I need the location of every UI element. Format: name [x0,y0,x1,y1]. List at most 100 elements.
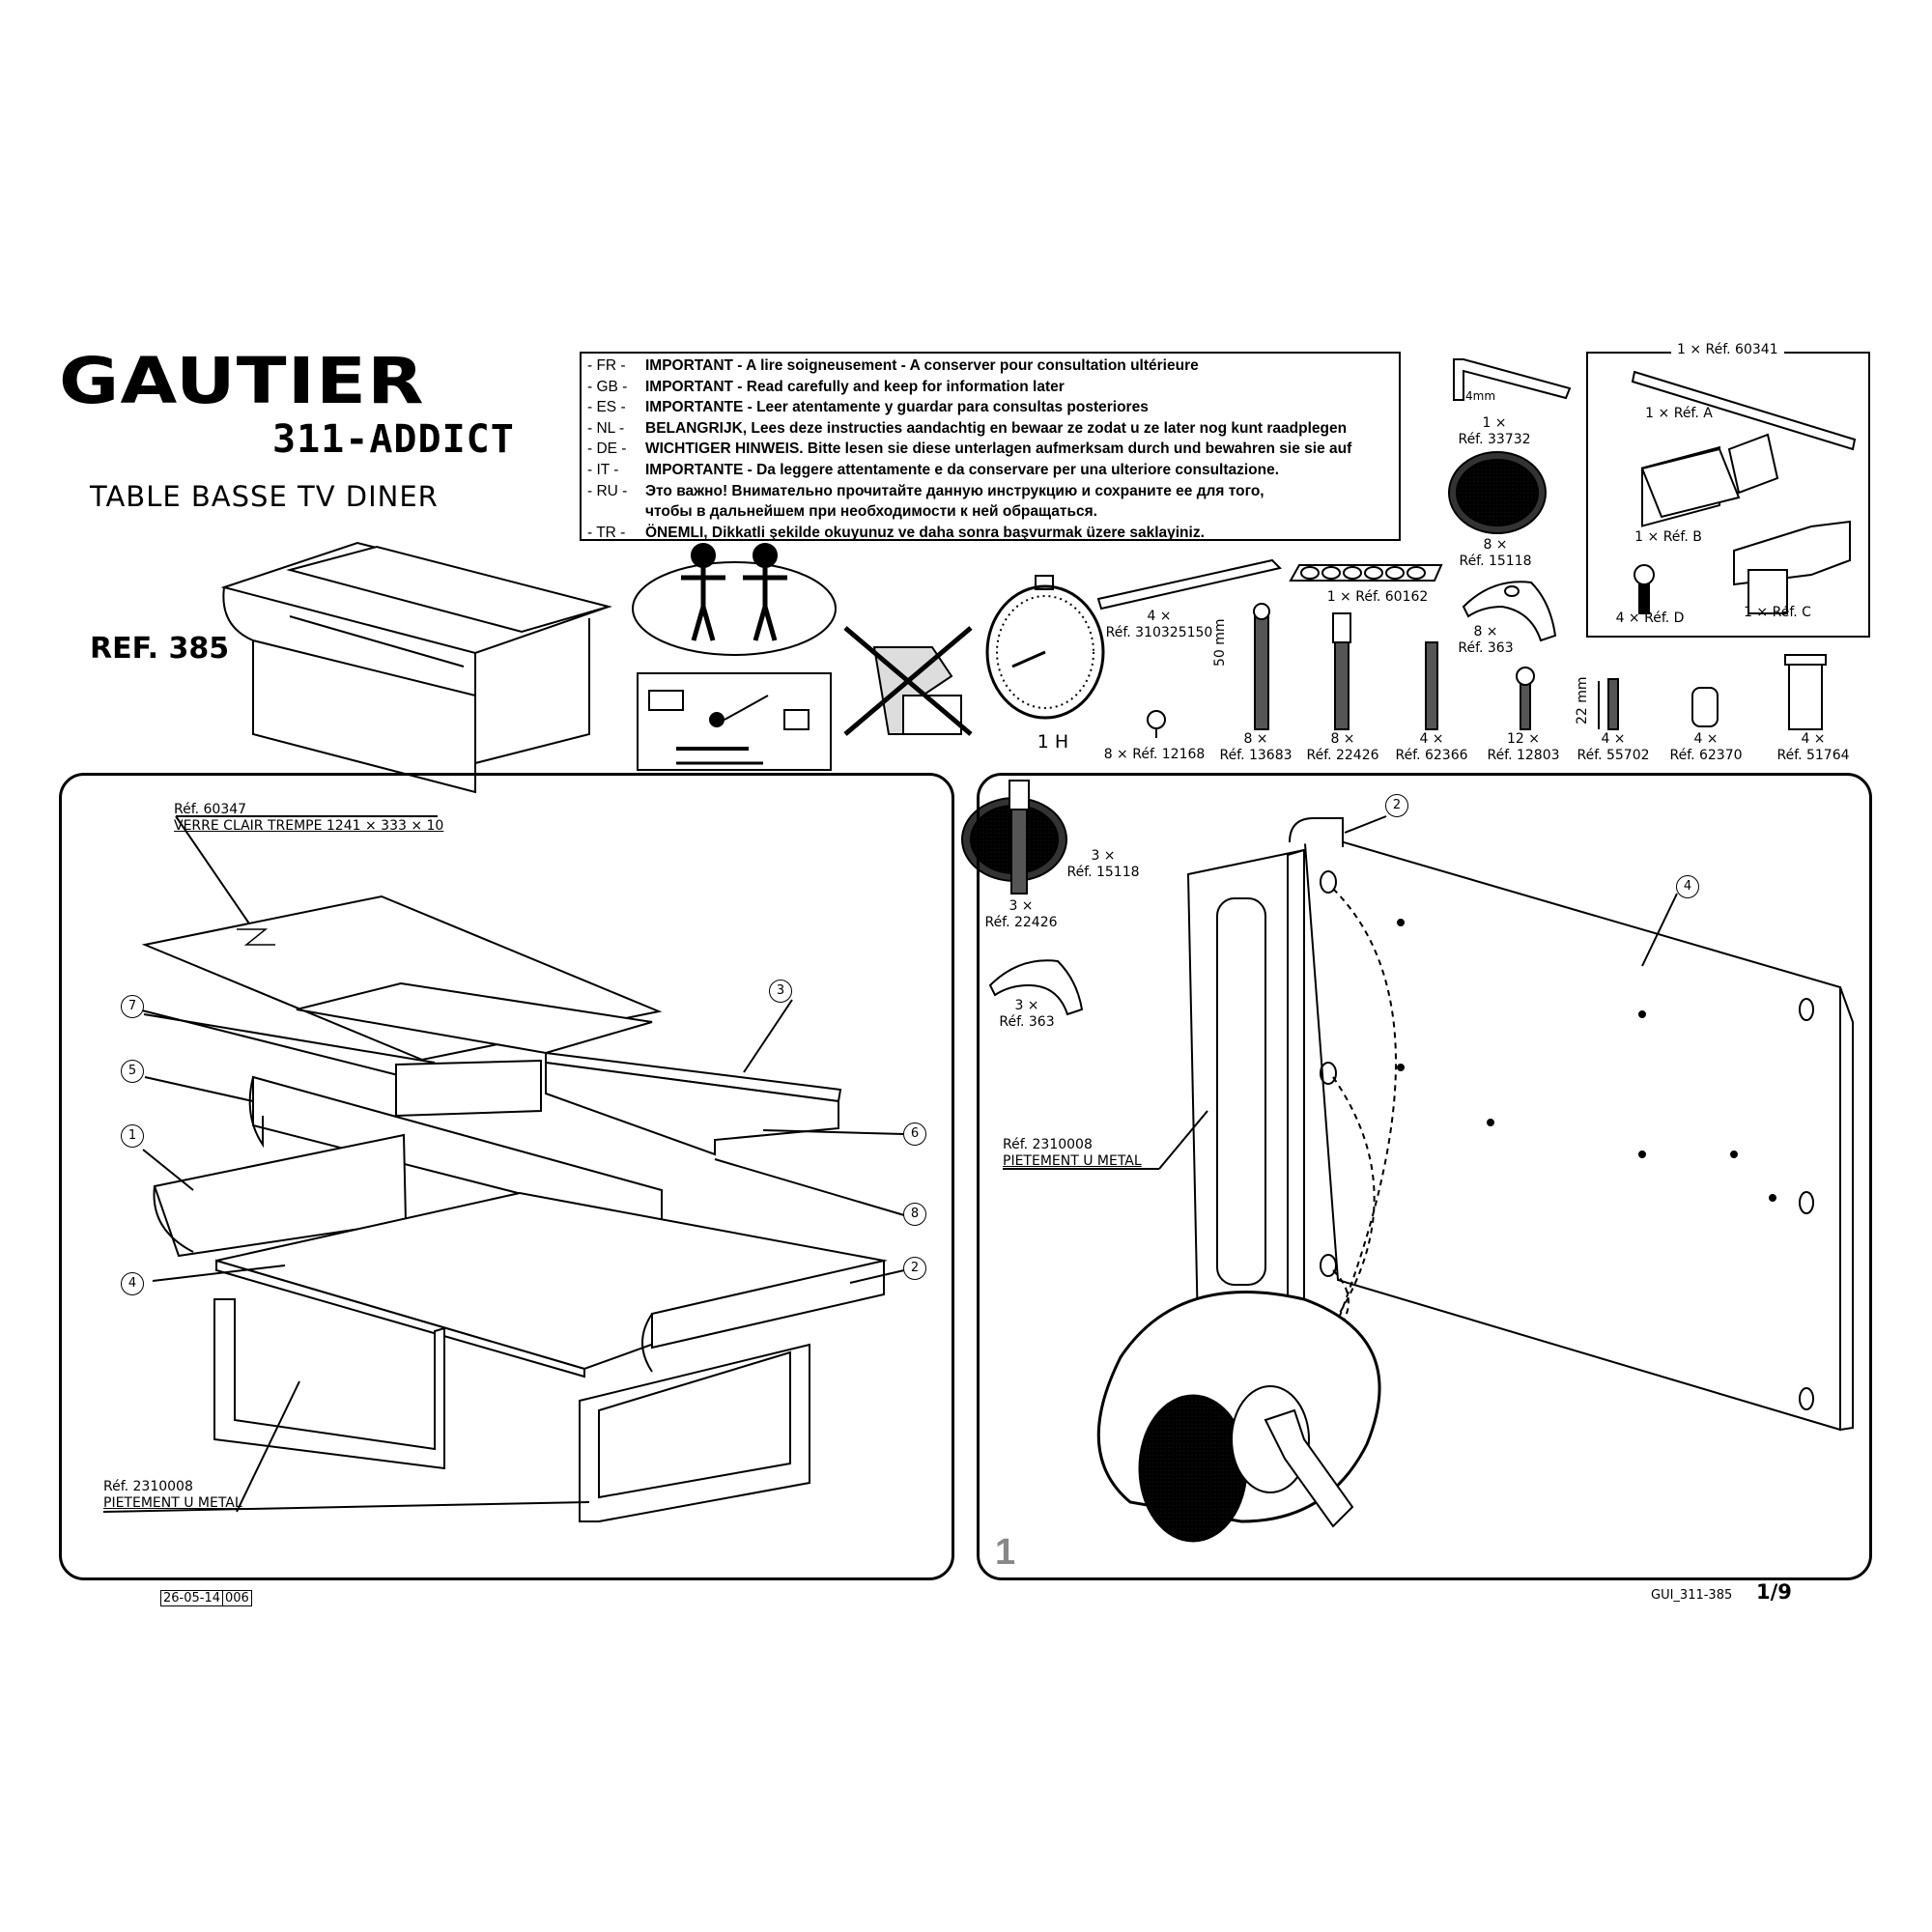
lang-code: - GB - [587,378,628,395]
screw-item: 4 ×Réf. 62370 [1669,731,1742,764]
notice-line-nl: - NL -BELANGRIJK, Lees deze instructies … [587,418,1399,440]
lang-code: - FR - [587,357,626,374]
dimension-22mm: 22 mm [1575,676,1590,724]
product-sketch [220,541,612,794]
notice-text: чтобы в дальнейшем при необходимости к н… [645,503,1097,521]
ref: Réf. 33732 [1458,432,1531,447]
ref: Réf. 2310008 [1003,1137,1093,1152]
screw-item: 4 ×Réf. 62366 [1395,731,1467,764]
lang-code: - ES - [587,399,626,416]
kit-item-b: 1 × Réf. B [1634,529,1702,545]
qty: 8 × [1483,537,1508,553]
notice-line-fr: - FR - IMPORTANT - A lire soigneusement -… [587,355,1399,377]
ref: Réf. 62366 [1395,748,1468,763]
screw-item: 8 ×Réf. 13683 [1219,731,1292,764]
step-part: 3 ×Réf. 363 [999,998,1054,1031]
page-number: 1/9 [1756,1580,1792,1604]
model-name: 311-ADDICT [272,417,515,462]
step-number: 1 [995,1532,1016,1573]
no-power-drill-icon [843,626,973,736]
hinge-kit-title: 1 × Réf. 60341 [1671,342,1784,357]
hinge-kit-drawing [1631,370,1857,614]
notice-line-it: - IT - IMPORTANTE - Da leggere attentamen… [587,460,1399,481]
qty: 3 × [1009,898,1034,914]
screw-item: 8 × Réf. 12168 [1104,747,1206,763]
kit-item-a: 1 × Réf. A [1645,406,1713,421]
ref: Réf. 22426 [1306,748,1379,763]
qty: 8 × [1473,624,1498,639]
callout-5: 5 [121,1060,144,1083]
screw-row-drawing [1147,603,1827,738]
step-1-panel [977,773,1872,1580]
ref: Réf. 363 [1458,640,1514,656]
notice-text: ÖNEMLI, Dikkatli şekilde okuyunuz ve dah… [645,524,1205,541]
screw-item: 4 ×Réf. 55702 [1577,731,1649,764]
callout-8: 8 [903,1203,926,1226]
assembly-time: 1 H [1037,731,1069,753]
ref: Réf. 12803 [1487,748,1560,763]
callout-2: 2 [1385,794,1408,817]
ref: Réf. 22426 [984,915,1058,930]
strip-icon [1096,558,1282,611]
cover-cap-label: 8 ×Réf. 15118 [1459,537,1531,570]
cover-cap-icon [1448,451,1547,534]
exploded-view-panel [59,773,954,1580]
doc-date: 26-05-14 [163,1591,221,1605]
brand-logo: GAUTIER [59,344,425,418]
qty: 4 × [1601,731,1626,747]
important-notice-box: - FR - IMPORTANT - A lire soigneusement -… [580,352,1401,541]
exploded-view-drawing [102,815,905,1522]
callout-4: 4 [121,1272,144,1295]
ref: Réf. 62370 [1669,748,1743,763]
qty: 4 × [1419,731,1444,747]
notice-text: Это важно! Внимательно прочитайте данную… [645,482,1264,499]
ref: 8 × Réf. 12168 [1103,747,1206,762]
qty: 8 × [1330,731,1355,747]
lang-code: - IT - [587,461,619,478]
notice-text: BELANGRIJK, Lees deze instructies aandac… [645,419,1348,437]
notice-text: WICHTIGER HINWEIS. Bitte lesen sie diese… [645,440,1352,458]
screw-item: 8 ×Réf. 22426 [1306,731,1378,764]
qty: 1 × [1482,415,1507,431]
product-reference: REF. 385 [90,632,230,666]
notice-line-es: - ES - IMPORTANTE - Leer atentamente y gu… [587,397,1399,418]
strip-label: 4 ×Réf. 310325150 [1106,609,1213,641]
notice-line-tr: - TR - ÖNEMLI, Dikkatli şekilde okuyunuz … [587,523,1399,541]
notice-text: IMPORTANTE - Da leggere attentamente e d… [645,461,1280,478]
lang-code [587,501,645,523]
callout-6: 6 [903,1122,926,1146]
lang-code: - RU - [587,482,628,499]
qty: 12 × [1507,731,1540,747]
step-part: 3 ×Réf. 22426 [984,898,1057,931]
doc-code: GUI_311-385 [1651,1588,1733,1603]
notice-line-de: - DE - WICHTIGER HINWEIS. Bitte lesen sie… [587,439,1399,460]
callout-7: 7 [121,995,144,1018]
qty: 8 × [1243,731,1268,747]
desc: PIETEMENT U METAL [103,1495,242,1511]
hex-key-size: 4mm [1465,389,1496,403]
desc: PIETEMENT U METAL [1003,1153,1142,1169]
callout-2: 2 [903,1257,926,1280]
desc: VERRE CLAIR TREMPE 1241 × 333 × 10 [174,818,444,834]
kit-item-d: 4 × Réf. D [1615,611,1685,626]
qty: 4 × [1693,731,1719,747]
ref: Réf. 15118 [1066,865,1140,880]
notice-line-ru: - RU - Это важно! Внимательно прочитайте … [587,481,1399,502]
lang-code: - DE - [587,440,627,458]
qty: 3 × [1014,998,1039,1013]
notice-text: IMPORTANT - A lire soigneusement - A con… [645,357,1199,374]
pad-sheet-icon [1289,564,1443,582]
product-name: TABLE BASSE TV DINER [90,480,439,513]
screw-item: 4 ×Réf. 51764 [1776,731,1849,764]
ref: Réf. 2310008 [103,1479,193,1494]
lang-code: - TR - [587,524,626,541]
notice-line-ru-2: чтобы в дальнейшем при необходимости к н… [587,501,1399,523]
cap-clip-icon [1462,581,1557,642]
notice-text: IMPORTANTE - Leer atentamente y guardar … [645,399,1149,416]
hex-key-label: 1 ×Réf. 33732 [1458,415,1530,448]
ref: Réf. 55702 [1577,748,1650,763]
